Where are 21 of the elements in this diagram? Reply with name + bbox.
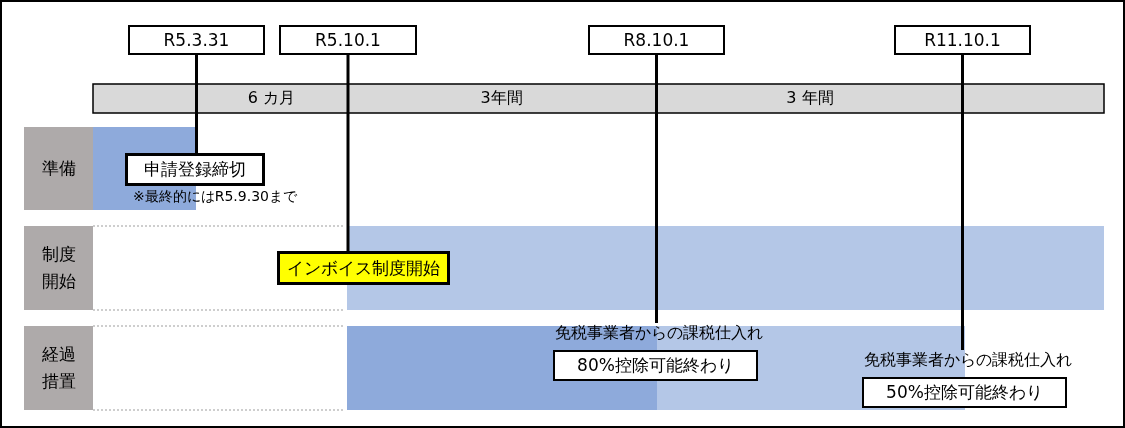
milestone-box: インボイス制度開始 bbox=[277, 251, 450, 285]
row-header: 準備 bbox=[24, 127, 93, 210]
deadline-box: 申請登録締切 bbox=[125, 153, 265, 186]
date-box: R5.10.1 bbox=[279, 25, 417, 55]
date-box: R8.10.1 bbox=[588, 25, 725, 55]
date-box: R5.3.31 bbox=[128, 25, 265, 55]
leader-line bbox=[961, 55, 964, 350]
leader-line bbox=[195, 55, 198, 153]
period-label: 6 カ月 bbox=[200, 86, 343, 111]
caption-text: 免税事業者からの課税仕入れ bbox=[864, 350, 1072, 371]
result-box: 80%控除可能終わり bbox=[553, 350, 758, 381]
date-box: R11.10.1 bbox=[894, 25, 1031, 55]
note-text: ※最終的にはR5.9.30まで bbox=[133, 188, 297, 206]
caption-text: 免税事業者からの課税仕入れ bbox=[555, 323, 763, 344]
leader-line bbox=[655, 55, 658, 323]
row-header: 制度開始 bbox=[24, 226, 93, 310]
period-label: 3 年間 bbox=[661, 86, 959, 111]
row-header: 経過措置 bbox=[24, 326, 93, 410]
result-box: 50%控除可能終わり bbox=[862, 377, 1067, 408]
period-label: 3年間 bbox=[351, 86, 652, 111]
leader-line bbox=[346, 55, 350, 251]
